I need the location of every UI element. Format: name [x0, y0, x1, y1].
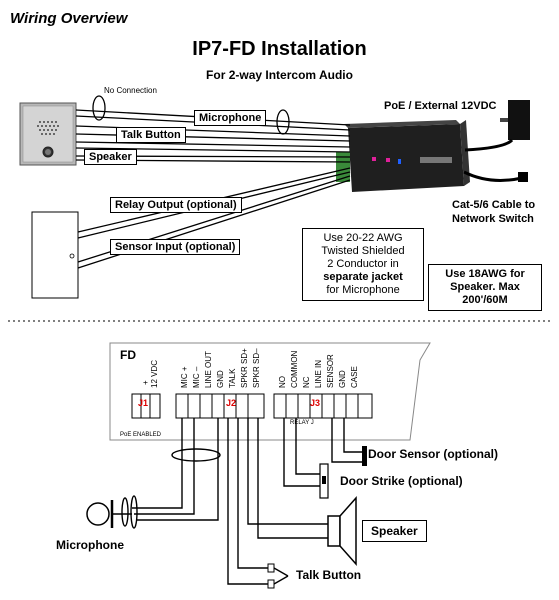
pin-label-gnd-2: GND [338, 370, 347, 388]
network-switch-label: Network Switch [452, 213, 534, 225]
door-strike-icon [319, 463, 329, 499]
door-icon [31, 211, 79, 299]
speaker-label: Speaker [362, 520, 427, 542]
j1-label: J1 [138, 398, 149, 408]
door-strike-label: Door Strike (optional) [340, 474, 463, 488]
j3-label: J3 [310, 398, 321, 408]
pin-label-nc: NC [302, 376, 311, 388]
speaker-cable-note: Use 18AWG for Speaker. Max 200'/60M [428, 264, 542, 311]
pin-label-mic-minus: MIC – [192, 366, 201, 388]
network-cable [463, 170, 523, 182]
bottom-wires [121, 418, 362, 585]
power-adapter-icon [464, 100, 530, 152]
relay-output-label: Relay Output (optional) [110, 197, 242, 213]
j2-label: J2 [226, 398, 237, 408]
poe-enabled-label: PoE ENABLED [120, 432, 162, 438]
speaker-wire-label: Speaker [84, 149, 137, 165]
speaker-icon [327, 496, 357, 566]
pin-label-spkr-minus: SPKR SD– [252, 348, 261, 388]
page-title: IP7-FD Installation [192, 38, 367, 60]
microphone-icon [86, 500, 132, 528]
board-title: FD [120, 348, 136, 362]
microphone-label: Microphone [56, 538, 124, 552]
pin-label-mic-plus: MIC + [180, 366, 189, 388]
talk-button-icon [267, 563, 289, 589]
talk-button-label: Talk Button [296, 568, 362, 582]
ip7-fd-device-icon [336, 120, 470, 192]
pin-label-spkr-plus: SPKR SD+ [240, 348, 249, 388]
pin-label-line-out: LINE OUT [204, 351, 213, 388]
pin-label-no: NO [278, 376, 287, 388]
pin-label-talk: TALK [228, 368, 237, 388]
door-sensor-label: Door Sensor (optional) [368, 447, 498, 461]
page-subtitle: For 2-way Intercom Audio [206, 68, 353, 82]
pin-label-12vdc: 12 VDC [150, 359, 159, 388]
cat-cable-label: Cat-5/6 Cable to [452, 199, 536, 211]
no-connection-label: No Connection [104, 86, 157, 95]
microphone-wire-label: Microphone [194, 110, 267, 126]
section-title: Wiring Overview [10, 10, 128, 27]
fd-board [109, 342, 431, 441]
sensor-input-label: Sensor Input (optional) [110, 239, 241, 255]
intercom-panel-icon [19, 102, 77, 166]
power-label: PoE / External 12VDC [384, 100, 497, 112]
pin-label-plus: + [141, 380, 150, 385]
pin-label-gnd: GND [216, 370, 225, 388]
pin-label-line-in: LINE IN [314, 359, 323, 388]
pin-label-sensor: SENSOR [326, 354, 335, 388]
pin-label-common: COMMON [290, 350, 299, 388]
shielded-cable-note: Use 20-22 AWG Twisted Shielded 2 Conduct… [302, 228, 424, 301]
door-sensor-icon [362, 446, 367, 466]
pin-label-case: CASE [350, 366, 359, 388]
relay-label: RELAY J [290, 420, 314, 426]
talk-button-wire-label: Talk Button [116, 127, 186, 143]
